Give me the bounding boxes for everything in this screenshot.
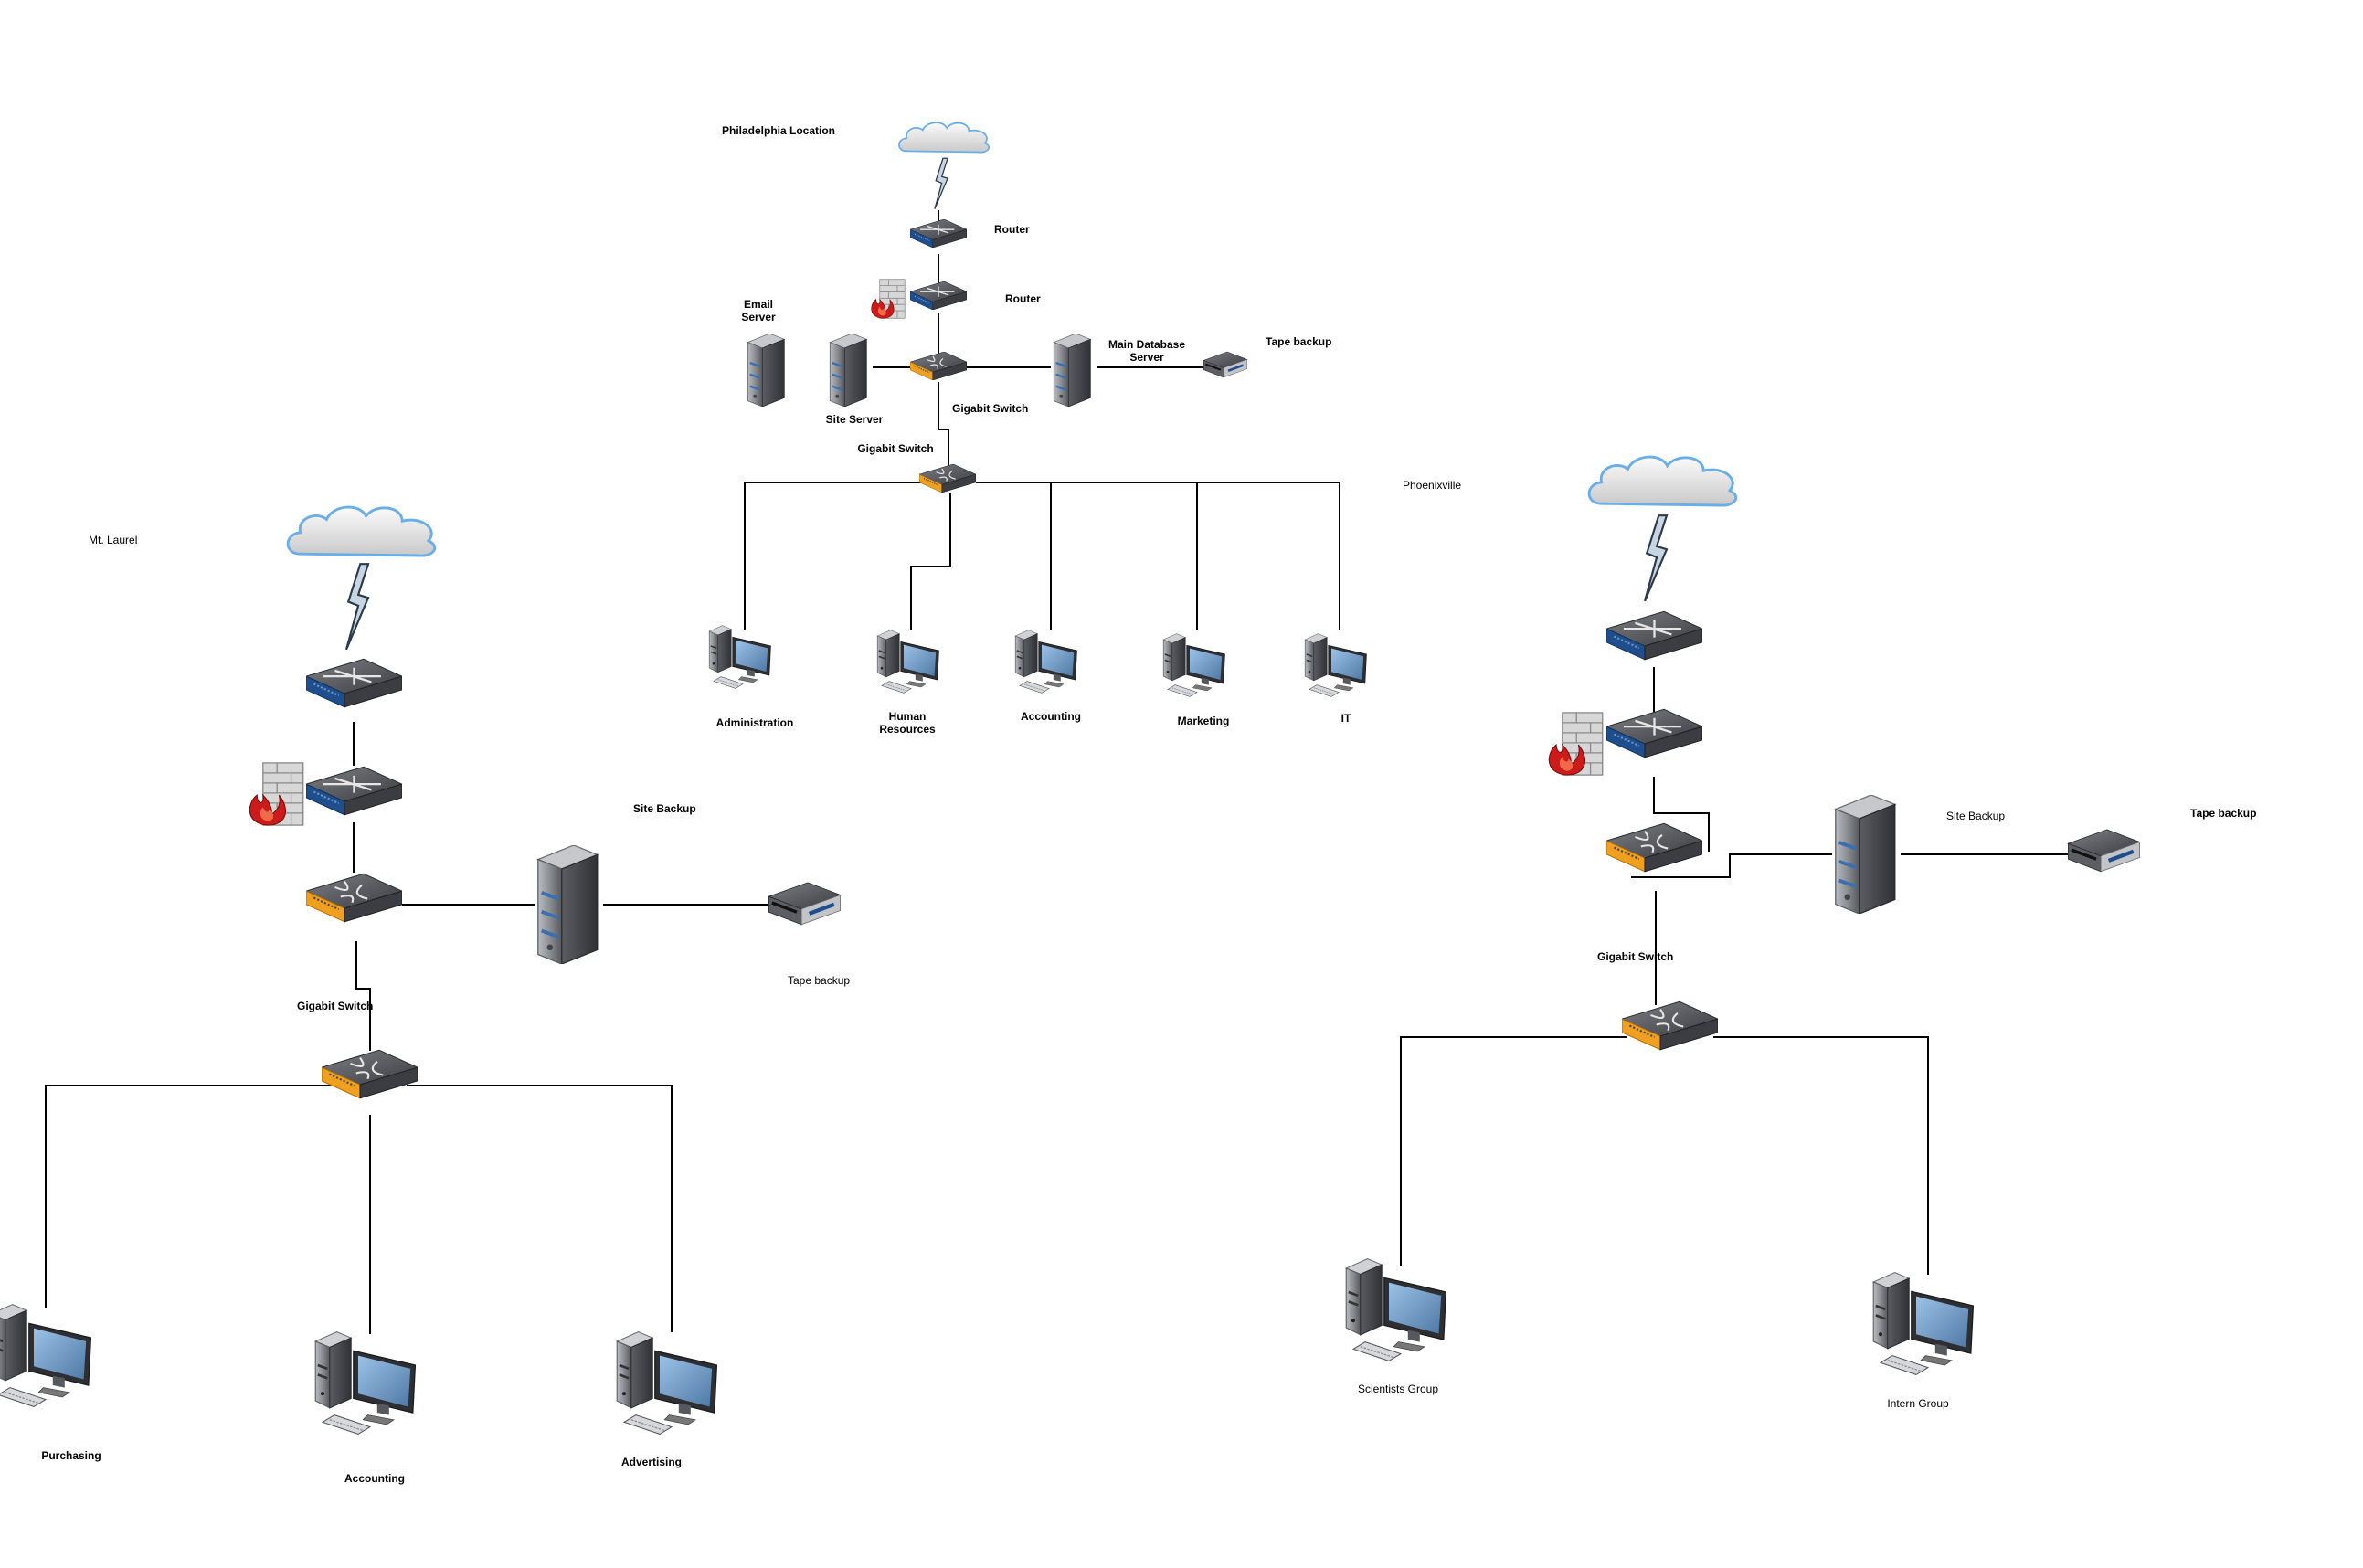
server-icon[interactable] (1052, 334, 1092, 407)
tape-drive-icon[interactable] (768, 883, 840, 925)
cloud-icon (1587, 455, 1738, 507)
phx-scientists-label: Scientists Group (1357, 1383, 1439, 1395)
link-ml-bus-right (407, 1085, 673, 1332)
link-phx-bus-left (1400, 1036, 1627, 1266)
switch-icon[interactable] (1606, 822, 1702, 873)
workstation-icon[interactable] (615, 1330, 718, 1436)
connection-lines (45, 210, 2070, 1334)
workstation-icon[interactable] (876, 629, 940, 694)
philadelphia-site (708, 122, 1368, 698)
philly-title: Philadelphia Location (722, 124, 836, 137)
workstation-icon[interactable] (1304, 632, 1368, 698)
cloud-icon (898, 122, 991, 154)
mt-laurel-gigabit-switch-label: Gigabit Switch (297, 1000, 374, 1012)
phx-tape-label: Tape backup (2190, 807, 2257, 820)
philly-router-label-1: Router (994, 223, 1030, 236)
philly-marketing-label: Marketing (1177, 715, 1230, 727)
server-icon[interactable] (746, 334, 786, 407)
philly-email-line1: Email (743, 298, 773, 311)
server-icon[interactable] (828, 334, 868, 407)
link-philly-bus-right (976, 482, 1340, 630)
server-icon[interactable] (538, 845, 598, 964)
lightning-icon (934, 157, 948, 210)
philly-gigabit-switch-label-1: Gigabit Switch (952, 402, 1029, 415)
firewall-icon[interactable] (871, 279, 906, 319)
link-philly-bus-left (744, 482, 923, 630)
cloud-icon (286, 505, 437, 557)
workstation-icon[interactable] (1162, 632, 1226, 698)
philly-accounting-label: Accounting (1021, 710, 1081, 723)
switch-icon[interactable] (919, 464, 976, 493)
link-ml-switch-switch (355, 941, 371, 1051)
philly-admin-label: Administration (715, 716, 794, 729)
philly-router-label-2: Router (1005, 292, 1041, 305)
link-ml-bus (45, 1085, 338, 1308)
phx-gigabit-switch-label: Gigabit Switch (1597, 950, 1674, 963)
firewall-icon[interactable] (1548, 712, 1604, 776)
lightning-icon (344, 563, 370, 651)
philly-gigabit-switch-label-2: Gigabit Switch (857, 442, 934, 455)
link-phx-bus-right (1713, 1036, 1929, 1275)
workstation-icon[interactable] (313, 1330, 417, 1436)
philly-main-db-label: Main Database Server (1108, 338, 1185, 364)
phx-site-backup-label: Site Backup (1946, 810, 2006, 822)
router-icon[interactable] (910, 281, 967, 310)
firewall-icon[interactable] (249, 762, 304, 826)
phoenixville-title: Phoenixville (1403, 479, 1462, 492)
router-icon[interactable] (1606, 610, 1702, 661)
link-philly-switch-switch (938, 382, 949, 471)
mt-laurel-advertising-label: Advertising (620, 1456, 683, 1468)
router-icon[interactable] (306, 658, 402, 708)
philly-hr-label: Human Resources (879, 710, 935, 736)
philly-site-server-label: Site Server (825, 413, 884, 426)
mt-laurel-title: Mt. Laurel (89, 534, 138, 546)
router-icon[interactable] (306, 766, 402, 816)
philly-main-db-line2: Server (1129, 351, 1164, 364)
switch-icon[interactable] (1622, 1001, 1718, 1051)
lightning-icon (1643, 514, 1669, 602)
phx-interns-label: Intern Group (1887, 1397, 1949, 1410)
switch-icon[interactable] (306, 873, 402, 923)
router-icon[interactable] (1606, 708, 1702, 758)
philly-email-server-label: Email Server (741, 298, 775, 323)
link-phx-site-backup (1631, 853, 1832, 878)
server-icon[interactable] (1836, 795, 1895, 914)
workstation-icon[interactable] (1014, 629, 1078, 694)
philly-main-db-line1: Main Database (1107, 338, 1186, 351)
switch-icon[interactable] (910, 352, 967, 380)
workstation-icon[interactable] (1871, 1271, 1975, 1376)
workstation-icon[interactable] (1344, 1257, 1447, 1362)
switch-icon[interactable] (322, 1049, 418, 1099)
link-philly-hr (910, 493, 951, 630)
philly-hr-line2: Resources (879, 723, 936, 736)
mt-laurel-purchasing-label: Purchasing (41, 1449, 101, 1462)
link-phx-router-switch (1653, 777, 1710, 852)
phoenixville-site (1344, 455, 2139, 1376)
tape-drive-icon[interactable] (1202, 350, 1249, 378)
philly-hr-line1: Human (888, 710, 927, 723)
mt-laurel-accounting-label: Accounting (344, 1472, 405, 1485)
router-icon[interactable] (910, 219, 967, 248)
workstation-icon[interactable] (0, 1303, 92, 1408)
workstation-icon[interactable] (708, 624, 772, 690)
philly-email-line2: Server (741, 311, 776, 323)
mt-laurel-site-backup-label: Site Backup (633, 802, 696, 815)
philly-it-label: IT (1340, 712, 1351, 725)
mt-laurel-tape-label: Tape backup (788, 974, 851, 987)
tape-drive-icon[interactable] (2068, 830, 2139, 872)
philly-tape-label: Tape backup (1266, 335, 1332, 348)
